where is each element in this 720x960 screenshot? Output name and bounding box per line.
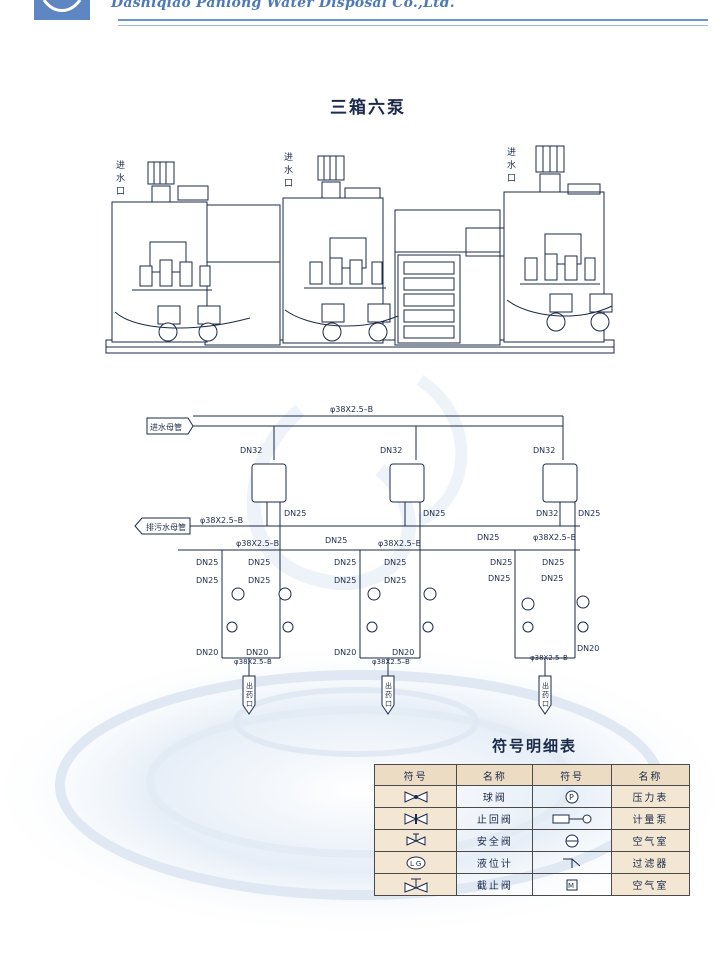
legend-row: LG 液位计 过滤器 — [373, 851, 691, 874]
company-name: Dashiqiao Panlong Water Disposal Co.,Ltd… — [111, 0, 455, 11]
legend-name: 截止阀 — [456, 873, 534, 896]
legend-name: 空气室 — [610, 873, 691, 896]
legend-header: 符号 — [532, 764, 612, 786]
svg-text:口: 口 — [507, 174, 516, 184]
legend-row: 安全阀 空气室 — [373, 829, 691, 852]
svg-text:药: 药 — [385, 690, 392, 699]
dn-label: DN25 — [490, 558, 512, 567]
dn-label: DN25 — [334, 558, 356, 567]
dn-label: DN20 — [334, 648, 356, 657]
level-gauge-icon: LG — [406, 856, 426, 869]
svg-text:口: 口 — [542, 700, 549, 708]
inlet-label-group: 进 水 口 进 水 口 进 水 口 — [116, 147, 516, 197]
dn-label: DN25 — [542, 558, 564, 567]
filter-icon — [563, 858, 581, 868]
header-rule-thin — [118, 25, 708, 26]
check-valve-icon — [404, 812, 428, 825]
dn-label: DN20 — [392, 648, 414, 657]
ball-valve-icon — [404, 790, 428, 803]
dn-label: DN25 — [477, 533, 499, 542]
safety-valve-icon — [406, 833, 426, 846]
pipe-spec-label: φ38X2.5–B — [372, 658, 410, 666]
air-chamber-icon — [565, 834, 579, 847]
svg-text:水: 水 — [507, 159, 516, 171]
dn-label: DN25 — [541, 574, 563, 583]
page-header: Dashiqiao Panlong Water Disposal Co.,Ltd… — [0, 0, 720, 32]
dn-label: DN20 — [246, 648, 268, 657]
svg-text:口: 口 — [116, 187, 125, 197]
pipe-spec-label: φ38X2.5–B — [236, 539, 279, 548]
dn-label: DN32 — [536, 509, 558, 518]
page-title: 三箱六泵 — [330, 98, 406, 118]
pipe-spec-label: φ38X2.5–B — [234, 658, 272, 666]
svg-text:水: 水 — [116, 172, 125, 184]
equipment-elevation: 进 水 口 进 水 口 进 水 口 — [105, 145, 615, 354]
legend-name: 安全阀 — [456, 829, 534, 852]
legend-name: 球阀 — [456, 785, 534, 808]
legend-row: 止回阀 计量泵 — [373, 807, 691, 830]
legend-name: 液位计 — [456, 851, 534, 874]
dn-label: DN20 — [577, 644, 599, 653]
dn-label: DN25 — [284, 509, 306, 518]
inlet-label: 进 — [116, 160, 125, 171]
dn-label: DN32 — [240, 446, 262, 455]
svg-text:口: 口 — [246, 700, 253, 708]
svg-text:口: 口 — [284, 179, 293, 189]
dn-label: DN25 — [488, 574, 510, 583]
legend-name: 计量泵 — [610, 807, 691, 830]
outlet-label: 出 — [246, 681, 253, 690]
dn-label: DN25 — [248, 576, 270, 585]
legend-header: 符号 — [373, 764, 458, 786]
svg-text:M: M — [568, 882, 576, 890]
drain-main-label: 排污水母管 — [146, 522, 186, 532]
outlet-label-group: 出药口 出药口 出药口 — [246, 681, 549, 708]
inlet-label: 进 — [507, 147, 516, 158]
symbol-legend-table: 符号 名称 符号 名称 球阀 P 压力表 止回阀 计量泵 安全阀 空气室 LG … — [373, 764, 691, 896]
header-rule — [118, 19, 708, 21]
dn-label: DN25 — [325, 536, 347, 545]
pipe-spec-label: φ38X2.5–B — [533, 533, 576, 542]
legend-header: 名称 — [610, 764, 691, 786]
svg-text:药: 药 — [246, 690, 253, 699]
pipe-spec-label: φ38X2.5–B — [530, 654, 568, 662]
svg-text:P: P — [569, 793, 576, 802]
svg-text:水: 水 — [284, 164, 293, 176]
dn-label: DN25 — [384, 576, 406, 585]
process-schematic: 进水母管 排污水母管 φ38X2.5–B φ38X2.5–B φ38X2.5–B… — [134, 405, 600, 715]
pipe-spec-label: φ38X2.5–B — [378, 539, 421, 548]
stop-valve-icon — [404, 878, 428, 893]
legend-name: 止回阀 — [456, 807, 534, 830]
svg-text:药: 药 — [542, 690, 549, 699]
dn-label: DN32 — [533, 446, 555, 455]
dn-label: DN25 — [196, 558, 218, 567]
legend-title: 符号明细表 — [492, 737, 578, 755]
dn-label: DN25 — [334, 576, 356, 585]
dn-label: DN20 — [196, 648, 218, 657]
pipe-spec-label: φ38X2.5–B — [200, 516, 243, 525]
dn-label: DN25 — [196, 576, 218, 585]
pipe-spec-label: φ38X2.5–B — [330, 405, 373, 414]
outlet-label: 出 — [385, 681, 392, 690]
outlet-label: 出 — [542, 681, 549, 690]
legend-header-row: 符号 名称 符号 名称 — [373, 764, 691, 786]
legend-row: 截止阀 M 空气室 — [373, 873, 691, 896]
company-logo — [34, 0, 90, 20]
legend-header: 名称 — [456, 764, 534, 786]
legend-name: 空气室 — [610, 829, 691, 852]
dn-label: DN25 — [248, 558, 270, 567]
dn-label: DN25 — [384, 558, 406, 567]
pressure-gauge-icon: P — [565, 790, 579, 803]
dn-label: DN32 — [380, 446, 402, 455]
metering-pump-icon — [552, 814, 592, 823]
svg-text:口: 口 — [385, 700, 392, 708]
inlet-label: 进 — [284, 152, 293, 163]
motor-icon: M — [566, 879, 578, 890]
svg-text:LG: LG — [410, 860, 423, 868]
legend-name: 压力表 — [610, 785, 691, 808]
legend-name: 过滤器 — [610, 851, 691, 874]
dn-label: DN25 — [423, 509, 445, 518]
inlet-main-label: 进水母管 — [150, 422, 182, 432]
legend-row: 球阀 P 压力表 — [373, 785, 691, 808]
dn-label: DN25 — [578, 509, 600, 518]
